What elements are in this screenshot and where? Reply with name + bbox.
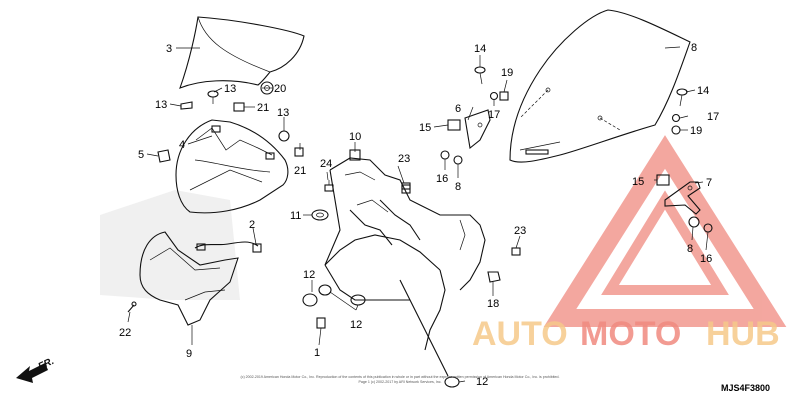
callout-3: 3	[166, 43, 172, 55]
leader-lines	[127, 46, 709, 383]
callout-17-a: 17	[488, 109, 500, 121]
watermark-auto: AUTO	[472, 315, 568, 353]
part-13-grommet-right	[278, 130, 290, 142]
callout-13-b: 13	[155, 99, 167, 111]
callout-7: 7	[706, 177, 712, 189]
part-9-windscreen	[509, 9, 691, 163]
part-16-nut-left	[440, 150, 450, 160]
part-21-clip-upper	[233, 102, 245, 112]
callout-21-b: 21	[294, 165, 306, 177]
part-3-upper-cover	[179, 16, 305, 89]
callout-13-a: 13	[224, 83, 236, 95]
part-12-grommet-a	[311, 209, 329, 221]
part-8-washer-left	[453, 155, 463, 165]
part-14-bolt-right	[676, 88, 688, 107]
part-24-bolt	[324, 180, 334, 192]
part-12-grommet-b	[302, 293, 318, 307]
callout-5: 5	[138, 149, 144, 161]
part-6-bracket-left	[464, 109, 491, 150]
callout-22: 22	[119, 327, 131, 339]
part-13-screw-a	[207, 90, 219, 104]
callout-23-b: 23	[514, 225, 526, 237]
callout-2: 2	[249, 219, 255, 231]
callout-15-a: 15	[419, 122, 431, 134]
callout-17-b: 17	[707, 111, 719, 123]
callout-24: 24	[320, 158, 332, 170]
callout-14-a: 14	[474, 43, 486, 55]
callout-15-b: 15	[632, 176, 644, 188]
callout-11: 10	[349, 131, 361, 143]
callout-14-b: 14	[697, 85, 709, 97]
watermark-logo	[543, 135, 787, 327]
callout-8-b: 8	[687, 243, 693, 255]
part-17-washer-left	[489, 91, 499, 101]
watermark-moto: MOTO	[580, 315, 681, 353]
callout-12-b: 12	[303, 269, 315, 281]
callout-labels: 3 4 5 13 13 20 21 13 21 2 22 9 10 11 12 …	[119, 42, 719, 388]
part-21-clip-lower	[294, 147, 304, 157]
callout-8-a: 8	[455, 181, 461, 193]
callout-10: 9	[186, 348, 192, 360]
callout-21-a: 21	[257, 102, 269, 114]
front-direction-label: FR.	[37, 356, 56, 373]
part-22-screw	[127, 301, 137, 313]
callout-19-b: 19	[690, 125, 702, 137]
part-5-rubber	[157, 149, 171, 163]
callout-23-a: 23	[398, 153, 410, 165]
callout-19-a: 19	[501, 67, 513, 79]
callout-20: 20	[274, 83, 286, 95]
part-18-nut	[487, 271, 501, 283]
part-4-front-cowl	[175, 119, 289, 214]
part-23-bolt-lower	[511, 247, 521, 256]
callout-9: 8	[691, 42, 697, 54]
part-8-washer-right	[688, 216, 700, 228]
callout-18: 18	[487, 298, 499, 310]
callout-16-b: 16	[700, 253, 712, 265]
part-10-lower-cowl	[139, 231, 239, 326]
callout-12-c: 12	[350, 319, 362, 331]
copyright-line-2: Page 1 (c) 2002-2017 by ARI Network Serv…	[358, 380, 441, 384]
dotted-background-panel	[100, 190, 240, 300]
part-17-washer-right	[671, 113, 681, 123]
watermark-hub: HUB	[706, 315, 780, 353]
part-15-rubber-left	[447, 119, 461, 131]
callout-1: 1	[314, 347, 320, 359]
part-7-bracket-right	[664, 181, 701, 215]
part-13-screw-b	[180, 101, 193, 110]
callout-6: 6	[455, 103, 461, 115]
part-12-grommet-c	[318, 284, 332, 296]
copyright-line: (c) 2002-2019 American Honda Motor Co., …	[240, 375, 559, 379]
diagram-code: MJS4F3800	[721, 383, 770, 393]
part-23-bolt-upper	[401, 182, 411, 190]
front-direction-arrow-icon	[16, 363, 48, 383]
callout-16-a: 16	[436, 173, 448, 185]
callout-4: 4	[179, 139, 185, 151]
part-14-bolt-left	[474, 66, 486, 85]
callout-12-d: 12	[476, 376, 488, 388]
part-1-collar	[316, 317, 326, 329]
part-19-collar-right	[671, 125, 681, 135]
callout-13-c: 13	[277, 107, 289, 119]
callout-12-a: 11	[290, 210, 301, 222]
watermark-text: AUTO MOTO HUB	[472, 315, 780, 353]
part-2-harness	[194, 241, 262, 253]
part-19-collar-left	[499, 91, 509, 101]
